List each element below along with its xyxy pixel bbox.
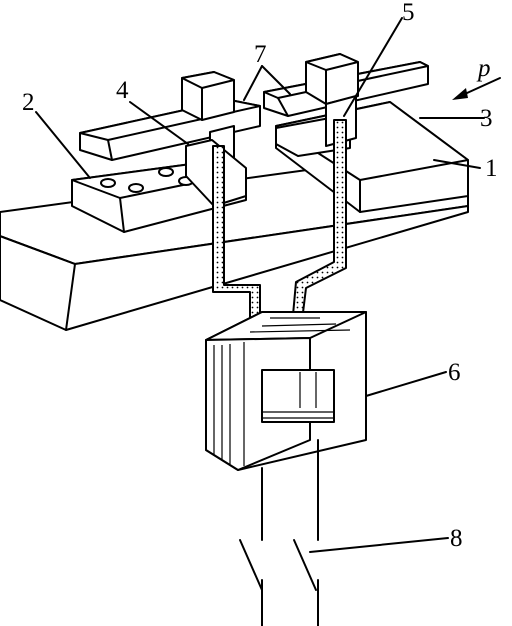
part-labels: 1 2 3 4 5 6 7 8 p [22, 0, 498, 552]
label-7: 7 [254, 41, 267, 68]
label-8: 8 [450, 525, 463, 552]
secondary-leads-8 [239, 439, 319, 626]
label-6: 6 [448, 359, 461, 386]
force-arrow-p [452, 77, 501, 100]
label-p: p [476, 55, 491, 82]
label-1: 1 [485, 155, 498, 182]
label-4: 4 [116, 77, 129, 104]
label-2: 2 [22, 89, 35, 116]
transformer-core-6 [205, 311, 367, 471]
core-lamination-lines [213, 317, 351, 466]
label-5: 5 [402, 0, 415, 26]
label-3: 3 [480, 105, 493, 132]
leader-lines [35, 17, 485, 553]
